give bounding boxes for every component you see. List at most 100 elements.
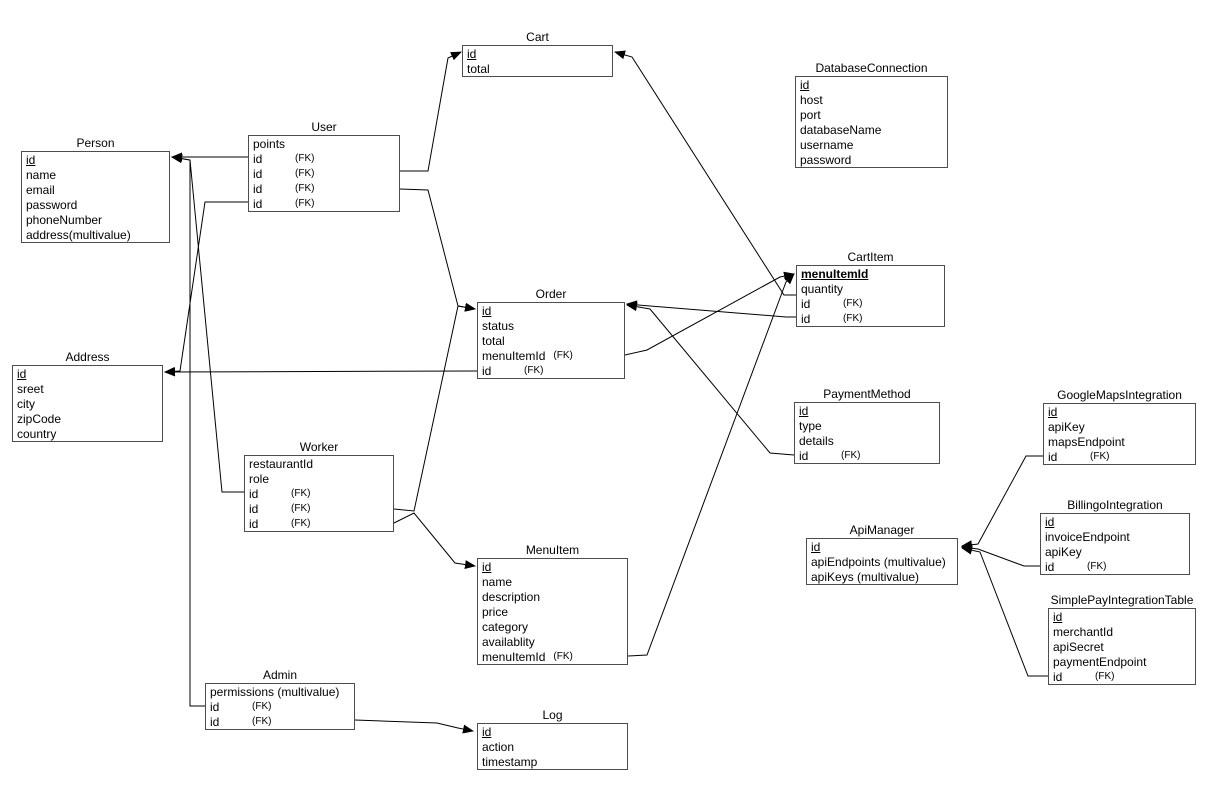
field-name-pk: id bbox=[800, 77, 810, 92]
field-row: id bbox=[13, 366, 162, 381]
fk-tag: (FK) bbox=[553, 651, 573, 662]
field-name: apiEndpoints (multivalue) bbox=[811, 554, 946, 569]
field-name: id bbox=[1045, 559, 1055, 574]
field-name: id bbox=[210, 699, 220, 714]
connector-user.id(fk)3-to-order.id bbox=[399, 188, 476, 312]
entity-box: permissions (multivalue)id(FK)id(FK) bbox=[205, 683, 355, 730]
field-name: id bbox=[210, 714, 220, 729]
field-row: name bbox=[22, 167, 169, 182]
field-row: price bbox=[478, 604, 627, 619]
entity-title: User bbox=[311, 120, 337, 134]
connector-cartitem.id(fk)2-to-order.id bbox=[626, 300, 796, 318]
field-row: name bbox=[478, 574, 627, 589]
field-name: id bbox=[249, 501, 259, 516]
field-name: city bbox=[17, 396, 35, 411]
field-row: id(FK) bbox=[478, 363, 624, 378]
entity-title: Admin bbox=[262, 668, 297, 682]
connector-order.id(fk)-to-address.id bbox=[164, 367, 478, 377]
entity-title: MenuItem bbox=[525, 543, 580, 557]
field-name: id bbox=[253, 166, 263, 181]
field-row: action bbox=[478, 739, 627, 754]
connector-cartitem.id(fk)1-to-cart.id bbox=[614, 50, 796, 296]
field-name: details bbox=[799, 433, 834, 448]
field-row: role bbox=[245, 471, 393, 486]
field-row: host bbox=[796, 92, 947, 107]
connector-googlemapsintegration.id(fk)-to-apimanager.id bbox=[961, 455, 1043, 550]
field-row: id(FK) bbox=[249, 151, 399, 166]
field-row: id (FK) bbox=[206, 714, 354, 729]
field-row: id(FK) bbox=[249, 196, 399, 211]
connector-user.id(fk)4-to-address.id bbox=[164, 201, 248, 376]
field-row: menuItemId(FK) bbox=[478, 348, 624, 363]
field-name: id bbox=[249, 486, 259, 501]
fk-tag: (FK) bbox=[252, 716, 272, 727]
fk-tag: (FK) bbox=[843, 298, 863, 309]
field-row: id bbox=[463, 46, 612, 61]
field-row: id bbox=[1044, 404, 1195, 419]
field-name: total bbox=[482, 333, 505, 348]
field-row: username bbox=[796, 137, 947, 152]
connector-user.id(fk)2-to-cart.id bbox=[400, 51, 462, 172]
connector-worker.id(fk)2-to-order.id bbox=[393, 302, 476, 512]
entity-title: BillingoIntegration bbox=[1067, 498, 1163, 512]
field-name: apiSecret bbox=[1053, 639, 1104, 654]
field-name: port bbox=[800, 107, 821, 122]
field-name: merchantId bbox=[1053, 624, 1114, 639]
field-name: menuItemId bbox=[482, 649, 546, 664]
connector-billingointegration.id(fk)-to-apimanager.id bbox=[961, 543, 1040, 567]
field-name-pk: id bbox=[467, 46, 477, 61]
field-name: mapsEndpoint bbox=[1048, 434, 1125, 449]
field-name: sreet bbox=[17, 381, 44, 396]
field-name: apiKey bbox=[1045, 544, 1082, 559]
connector-simplepayintegrationtable.id(fk)-to-apimanager.id bbox=[961, 545, 1048, 677]
entity-title: CartItem bbox=[847, 250, 894, 264]
field-name-pk: id bbox=[26, 152, 36, 167]
field-row: id(FK) bbox=[1049, 669, 1195, 684]
field-name: total bbox=[467, 61, 490, 76]
field-name: timestamp bbox=[482, 754, 538, 769]
field-row: apiKeys (multivalue) bbox=[807, 569, 957, 584]
field-name: address(multivalue) bbox=[26, 227, 131, 242]
connector-admin.id(fk)1-to-person.id bbox=[171, 154, 205, 707]
field-row: id(FK) bbox=[245, 501, 393, 516]
field-name: id bbox=[1048, 449, 1058, 464]
field-row: details bbox=[795, 433, 939, 448]
field-row: mapsEndpoint bbox=[1044, 434, 1195, 449]
field-row: restaurantId bbox=[245, 456, 393, 471]
field-row: paymentEndpoint bbox=[1049, 654, 1195, 669]
field-row: password bbox=[22, 197, 169, 212]
field-name: name bbox=[482, 574, 513, 589]
connector-order.menuitemid(fk)-to-cartitem.menuitemid bbox=[624, 271, 795, 356]
field-name-pk: id bbox=[1053, 609, 1063, 624]
field-name-pk: id bbox=[482, 724, 492, 739]
field-row: id (FK) bbox=[1041, 559, 1189, 574]
field-name: paymentEndpoint bbox=[1053, 654, 1147, 669]
field-name: name bbox=[26, 167, 57, 182]
entity-title: Order bbox=[535, 287, 567, 301]
fk-tag: (FK) bbox=[252, 701, 272, 712]
fk-tag: (FK) bbox=[1087, 561, 1107, 572]
field-row: apiSecret bbox=[1049, 639, 1195, 654]
